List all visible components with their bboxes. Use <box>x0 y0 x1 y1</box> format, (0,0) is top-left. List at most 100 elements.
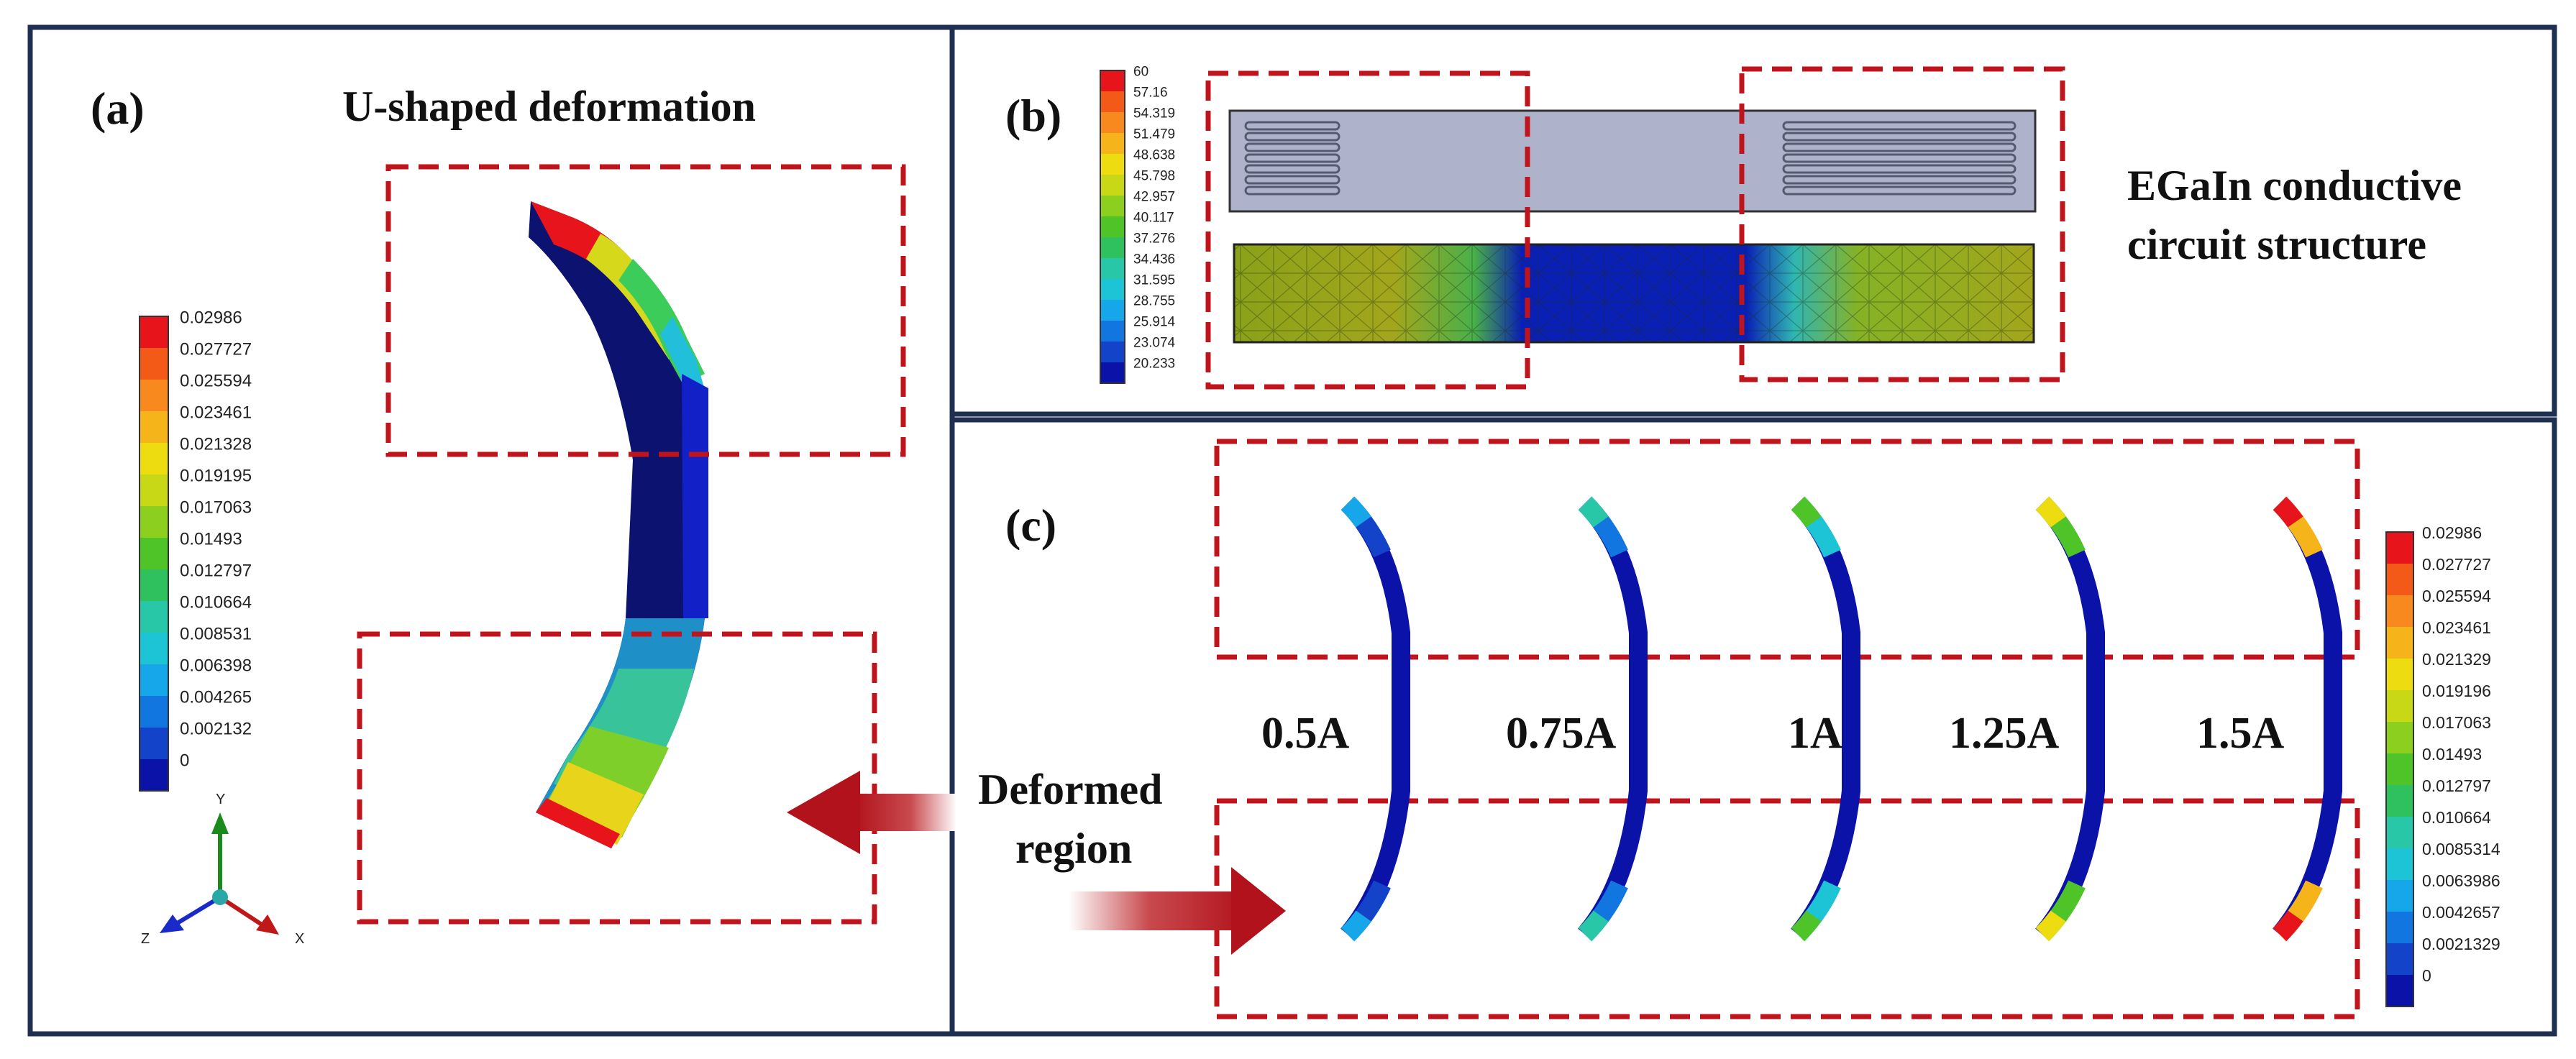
deformed-beam-0 <box>1340 496 1410 942</box>
panel_b-legend-label-6: 42.957 <box>1133 190 1175 205</box>
current-label-2: 1A <box>1788 709 1842 758</box>
right-pointing-arrow-icon <box>1069 867 1286 955</box>
panel_b-swatch-4 <box>1100 154 1125 175</box>
current-label-3: 1.25A <box>1949 709 2060 758</box>
panel-b-right-region <box>1739 66 2065 382</box>
panel_b-swatch-10 <box>1100 279 1125 300</box>
panel_c-legend-label-3: 0.023461 <box>2422 618 2491 637</box>
panel_c-swatch-9 <box>2386 817 2413 848</box>
panel-c-upper-region <box>1214 439 2360 660</box>
panel_b-swatch-14 <box>1100 362 1125 383</box>
panel_b-swatch-13 <box>1100 341 1125 362</box>
panel-c-frame <box>949 417 2557 1037</box>
panel-a-lower-region <box>357 631 877 925</box>
panel_b-swatch-3 <box>1100 133 1125 154</box>
u-shaped-beam <box>529 201 708 848</box>
axis-x-label: X <box>295 931 304 947</box>
panel_b-legend-label-1: 57.16 <box>1133 86 1168 101</box>
panel_b-swatch-2 <box>1100 112 1125 133</box>
panel_c-swatch-5 <box>2386 690 2413 722</box>
panel_c-legend-label-5: 0.019196 <box>2422 682 2491 700</box>
panel-a-title: U-shaped deformation <box>342 83 756 130</box>
panel_c-legend-label-6: 0.017063 <box>2422 713 2491 732</box>
panel_a-swatch-13 <box>140 728 168 759</box>
panel_c-swatch-4 <box>2386 659 2413 690</box>
panel_a-legend-label-12: 0.004265 <box>180 688 252 707</box>
panel_a-swatch-1 <box>140 348 168 380</box>
panel_b-legend-label-9: 34.436 <box>1133 252 1175 267</box>
panel-c-beams <box>1340 496 2342 942</box>
panel_b-legend-label-10: 31.595 <box>1133 273 1175 288</box>
panel_a-swatch-4 <box>140 443 168 475</box>
callout-line2: region <box>1015 825 1132 872</box>
panel_b-legend-label-12: 25.914 <box>1133 315 1176 330</box>
panel_c-swatch-6 <box>2386 722 2413 753</box>
panel-b-legend: 6057.1654.31951.47948.63845.79842.95740.… <box>1100 65 1176 384</box>
panel-b-title-line2: circuit structure <box>2127 221 2426 268</box>
circuit-top-view <box>1228 109 2037 213</box>
panel-a-legend: 0.029860.0277270.0255940.0234610.0213280… <box>139 308 252 792</box>
panel_a-swatch-14 <box>140 759 168 791</box>
panel_c-legend-label-8: 0.012797 <box>2422 776 2491 795</box>
panel_a-swatch-5 <box>140 475 168 506</box>
panel_c-legend-label-7: 0.01493 <box>2422 745 2482 764</box>
panel_c-swatch-12 <box>2386 912 2413 943</box>
panel_b-legend-label-7: 40.117 <box>1133 211 1174 226</box>
panel_a-swatch-3 <box>140 411 168 443</box>
panel_a-legend-label-11: 0.006398 <box>180 656 252 676</box>
panel_c-legend-label-13: 0.0021329 <box>2422 935 2500 953</box>
panel_b-legend-label-13: 23.074 <box>1133 336 1176 351</box>
panel_c-swatch-2 <box>2386 595 2413 627</box>
panel_c-legend-label-2: 0.025594 <box>2422 587 2491 605</box>
panel_a-swatch-10 <box>140 633 168 664</box>
panel_b-legend-label-4: 48.638 <box>1133 148 1175 163</box>
panel_c-legend-label-1: 0.027727 <box>2422 555 2491 574</box>
panel_c-legend-label-9: 0.010664 <box>2422 808 2491 827</box>
panel_a-swatch-12 <box>140 696 168 728</box>
panel_a-legend-label-0: 0.02986 <box>180 308 242 328</box>
axis-triad-icon: Y Z X <box>141 792 304 947</box>
panel_c-swatch-11 <box>2386 880 2413 912</box>
panel_a-legend-label-7: 0.01493 <box>180 530 242 549</box>
panel_a-legend-label-4: 0.021328 <box>180 435 252 454</box>
panel_b-legend-label-5: 45.798 <box>1133 169 1175 184</box>
panel_b-swatch-9 <box>1100 258 1125 279</box>
panel_b-legend-label-2: 54.319 <box>1133 106 1175 122</box>
panel_b-swatch-7 <box>1100 216 1125 237</box>
panel_c-legend-label-4: 0.021329 <box>2422 650 2491 669</box>
panel_b-swatch-5 <box>1100 175 1125 196</box>
panel_a-swatch-8 <box>140 569 168 601</box>
panel_a-legend-label-2: 0.025594 <box>180 372 252 391</box>
panel_c-legend-label-0: 0.02986 <box>2422 523 2482 542</box>
panel_a-swatch-2 <box>140 380 168 411</box>
panel_b-swatch-8 <box>1100 237 1125 258</box>
axis-y-label: Y <box>216 792 225 807</box>
panel-c-label: (c) <box>1005 500 1056 551</box>
panel-a-label: (a) <box>91 83 145 134</box>
panel_b-swatch-11 <box>1100 300 1125 321</box>
panel_c-legend-label-14: 0 <box>2422 966 2431 985</box>
panel-b-frame <box>949 24 2557 417</box>
panel-c-legend: 0.02986 0.027727 0.025594 0.023461 0.021329 0… <box>2385 523 2500 1007</box>
panel-a-upper-region <box>385 164 906 457</box>
panel_a-legend-label-1: 0.027727 <box>180 340 252 359</box>
circuit-temperature-view <box>1233 243 2035 344</box>
panel_a-swatch-6 <box>140 506 168 538</box>
panel-b-label: (b) <box>1005 90 1061 141</box>
panel_c-legend-label-11: 0.0063986 <box>2422 871 2500 890</box>
panel_c-swatch-13 <box>2386 943 2413 975</box>
callout-line1: Deformed <box>978 766 1163 813</box>
current-label-0: 0.5A <box>1261 709 1350 758</box>
panel_a-legend-label-13: 0.002132 <box>180 720 252 739</box>
panel_a-legend-label-14: 0 <box>180 751 189 771</box>
panel_b-legend-label-3: 51.479 <box>1133 127 1175 142</box>
deformed-beam-4 <box>2273 496 2342 942</box>
panel_a-legend-label-10: 0.008531 <box>180 625 252 644</box>
panel_a-swatch-11 <box>140 664 168 696</box>
panel_a-legend-label-9: 0.010664 <box>180 593 252 613</box>
panel_a-swatch-9 <box>140 601 168 633</box>
panel_c-swatch-8 <box>2386 785 2413 817</box>
current-label-4: 1.5A <box>2196 709 2285 758</box>
panel_a-legend-label-5: 0.019195 <box>180 467 252 486</box>
